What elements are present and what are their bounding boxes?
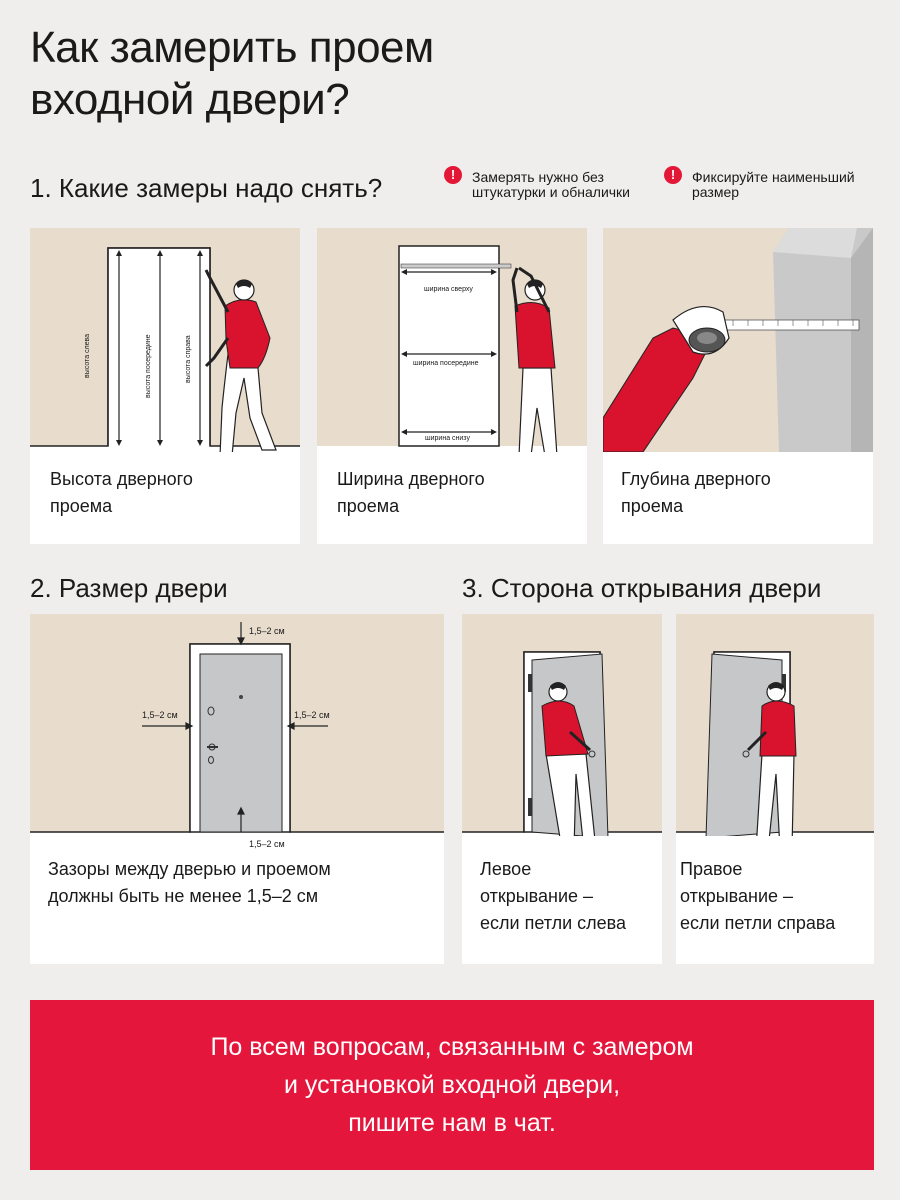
section-3-heading: 3. Сторона открывания двери xyxy=(462,573,822,603)
door-size-caption: Зазоры между дверью и проемом должны быт… xyxy=(48,859,331,906)
card-right-opening: Правое открывание – если петли справа xyxy=(676,614,874,964)
label-height-right: высота справа xyxy=(185,335,192,383)
label-height-middle: высота посередине xyxy=(145,334,152,399)
card-width: ширина сверху ширина посередине ширина с… xyxy=(317,228,587,544)
section-1-heading: 1. Какие замеры надо снять? xyxy=(30,173,383,203)
person-measuring-width xyxy=(511,266,558,452)
contact-banner: По всем вопросам, связанным с замером и … xyxy=(30,1000,874,1170)
depth-illustration xyxy=(603,228,873,452)
right-opening-caption: Правое открывание – если петли справа xyxy=(680,859,836,933)
note-1-line-1: Замерять нужно без xyxy=(472,169,604,185)
banner-line-3: пишите нам в чат. xyxy=(348,1109,556,1137)
warning-icon: ! xyxy=(664,166,682,184)
gap-label-left: 1,5–2 см xyxy=(142,710,178,720)
card-height-caption: Высота дверного проема xyxy=(50,469,193,516)
label-width-middle: ширина посередине xyxy=(413,360,479,367)
title-line-1: Как замерить проем xyxy=(30,23,434,72)
banner-line-2: и установкой входной двери, xyxy=(283,1071,621,1099)
card-left-opening: Левое открывание – если петли слева xyxy=(462,614,662,964)
left-opening-illustration xyxy=(462,614,662,836)
card-door-size: 1,5–2 см 1,5–2 см 1,5–2 см 1,5–2 см Зазо… xyxy=(30,614,444,964)
height-illustration xyxy=(30,228,300,452)
label-width-top: ширина сверху xyxy=(424,286,473,293)
card-depth-caption: Глубина дверного проема xyxy=(621,469,771,516)
note-1-line-2: штукатурки и обналички xyxy=(472,184,631,200)
card-height: высота слева высота посередине высота сп… xyxy=(30,228,300,544)
warning-icon: ! xyxy=(444,166,462,184)
gap-label-bottom: 1,5–2 см xyxy=(249,839,285,849)
title-line-2: входной двери? xyxy=(30,75,350,124)
note-2-line-1: Фиксируйте наименьший xyxy=(692,169,855,185)
banner-line-1: По всем вопросам, связанным с замером xyxy=(210,1033,694,1061)
left-opening-caption: Левое открывание – если петли слева xyxy=(480,859,627,933)
label-width-bottom: ширина снизу xyxy=(425,435,470,442)
gap-label-right: 1,5–2 см xyxy=(294,710,330,720)
person-measuring-height xyxy=(204,269,277,452)
gap-label-top: 1,5–2 см xyxy=(249,626,285,636)
card-depth: Глубина дверного проема xyxy=(603,228,873,544)
width-illustration xyxy=(317,228,587,452)
label-height-left: высота слева xyxy=(84,333,91,378)
page-title: Как замерить проем входной двери? xyxy=(30,22,650,126)
door-gap-illustration xyxy=(30,614,444,836)
card-width-caption: Ширина дверного проема xyxy=(337,469,485,516)
right-opening-illustration xyxy=(676,614,874,836)
section-2-heading: 2. Размер двери xyxy=(30,573,228,603)
note-2-line-2: размер xyxy=(692,184,740,200)
